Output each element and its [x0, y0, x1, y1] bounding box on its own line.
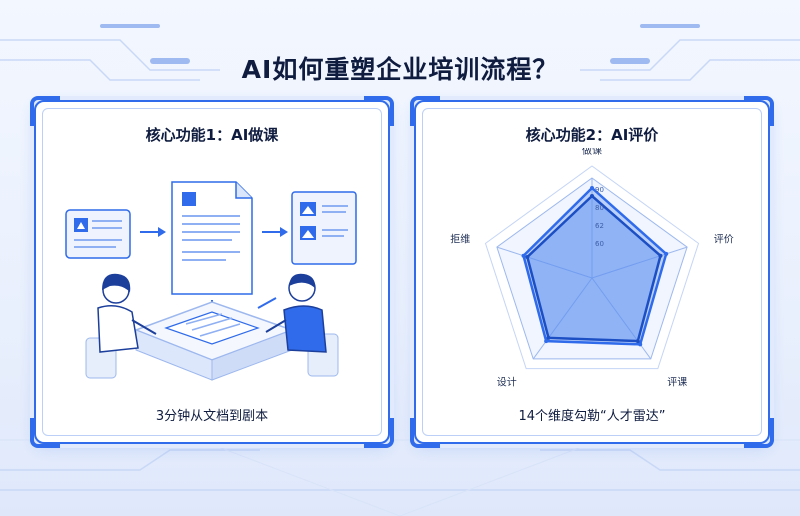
radar-axis-label: 设计 — [497, 376, 517, 389]
radar-tick-label: 62 — [595, 222, 604, 230]
radar-point — [544, 339, 549, 344]
radar-point — [590, 194, 594, 198]
radar-tick-label: 90 — [595, 186, 604, 194]
radar-point — [525, 254, 530, 259]
radar-spoke — [532, 277, 593, 360]
radar-point — [638, 342, 643, 347]
course-creation-illustration — [65, 181, 357, 381]
document-card-icon — [65, 209, 131, 259]
radar-axis-label: 评课 — [667, 377, 687, 389]
radar-axis-label: 评价 — [714, 233, 734, 245]
radar-point — [590, 186, 594, 190]
radar-axis-label: 做课 — [582, 148, 602, 157]
panel-title: 核心功能1：AI做课 — [145, 126, 279, 144]
feature-panel-ai-evaluation: 核心功能2：AI评价 60 62 80 90 做课评价评课 设计 拒维 14个维度勾勒“人才… — [410, 96, 774, 448]
person-left-avatar — [85, 273, 157, 379]
meeting-table — [133, 301, 295, 381]
radar-spoke — [496, 246, 593, 279]
radar-outer-ring — [484, 165, 700, 370]
radar-axis-label: 拒维 — [450, 232, 470, 245]
radar-series-2 — [526, 194, 662, 343]
radar-point — [664, 251, 669, 256]
panel-title: 核心功能2：AI评价 — [525, 126, 659, 144]
panel-caption: 14个维度勾勒“人才雷达” — [518, 409, 666, 424]
radar-point — [521, 253, 526, 258]
radar-point — [546, 335, 551, 340]
feature-panel-ai-course: 核心功能1：AI做课 — [30, 96, 394, 448]
radar-spoke — [591, 246, 688, 279]
radar-tick-label: 60 — [595, 240, 604, 248]
slides-icon — [291, 191, 357, 265]
main-document-icon — [171, 181, 253, 295]
panel-caption: 3分钟从文档到剧本 — [155, 409, 269, 424]
radar-tick-label: 80 — [595, 204, 604, 212]
radar-point — [635, 339, 640, 344]
person-right-avatar — [265, 273, 339, 377]
page-title: AI如何重塑企业培训流程？ — [241, 55, 559, 84]
radar-point — [658, 253, 663, 258]
